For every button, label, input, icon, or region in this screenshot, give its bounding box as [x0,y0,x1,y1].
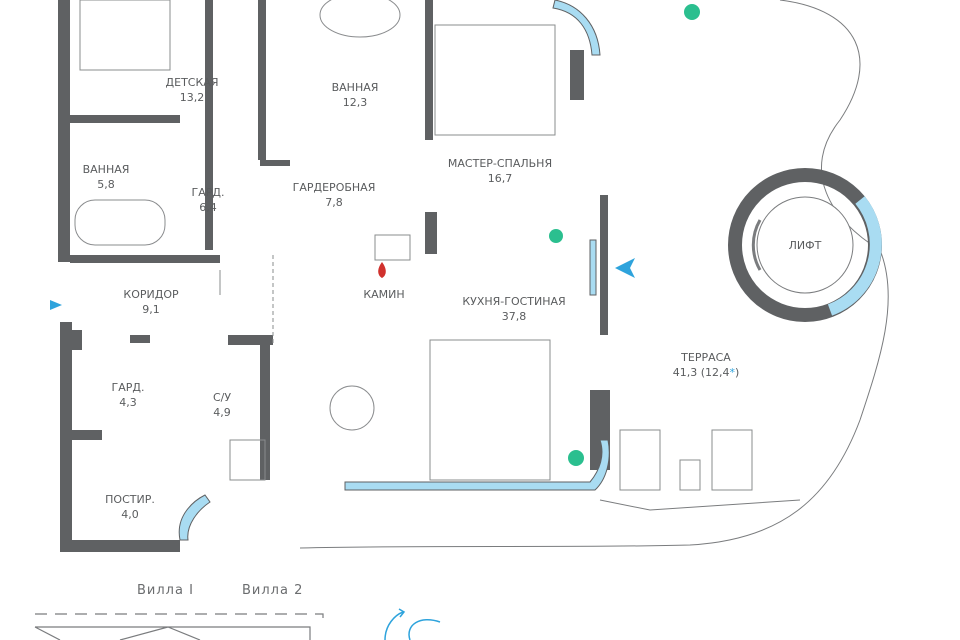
compass-icon [384,608,441,640]
entrance-arrow-icon [50,300,62,310]
fireplace-box [374,234,411,261]
window-glazing-laundry [178,494,211,541]
elevator-arrow-icon [615,258,635,278]
window-glazing-bedroom [552,0,601,56]
plants [549,4,700,466]
room-label: КАМИН [363,288,405,301]
window-glazing-kitchen [344,439,610,491]
villa-2-label: Вилла 2 [242,583,304,598]
room-label: ГАРД.4,3 [111,381,145,409]
furniture [74,0,753,491]
villa-1-label: Вилла I [137,583,194,598]
room-label: ГАРД.6,4 [191,186,225,214]
elevator-shaft [728,168,882,322]
dining-table [329,385,375,431]
bathtub [319,0,401,38]
master-bed [434,24,556,136]
room-label: ПОСТИР.4,0 [105,493,155,521]
fire-icon [378,262,386,278]
window-glazing-living [589,239,597,296]
terrace-outline [299,0,889,549]
terrace-edge [599,499,801,511]
key-plan [34,613,324,640]
room-label: ЛИФТ [788,239,822,252]
bathtub-small [74,199,166,246]
